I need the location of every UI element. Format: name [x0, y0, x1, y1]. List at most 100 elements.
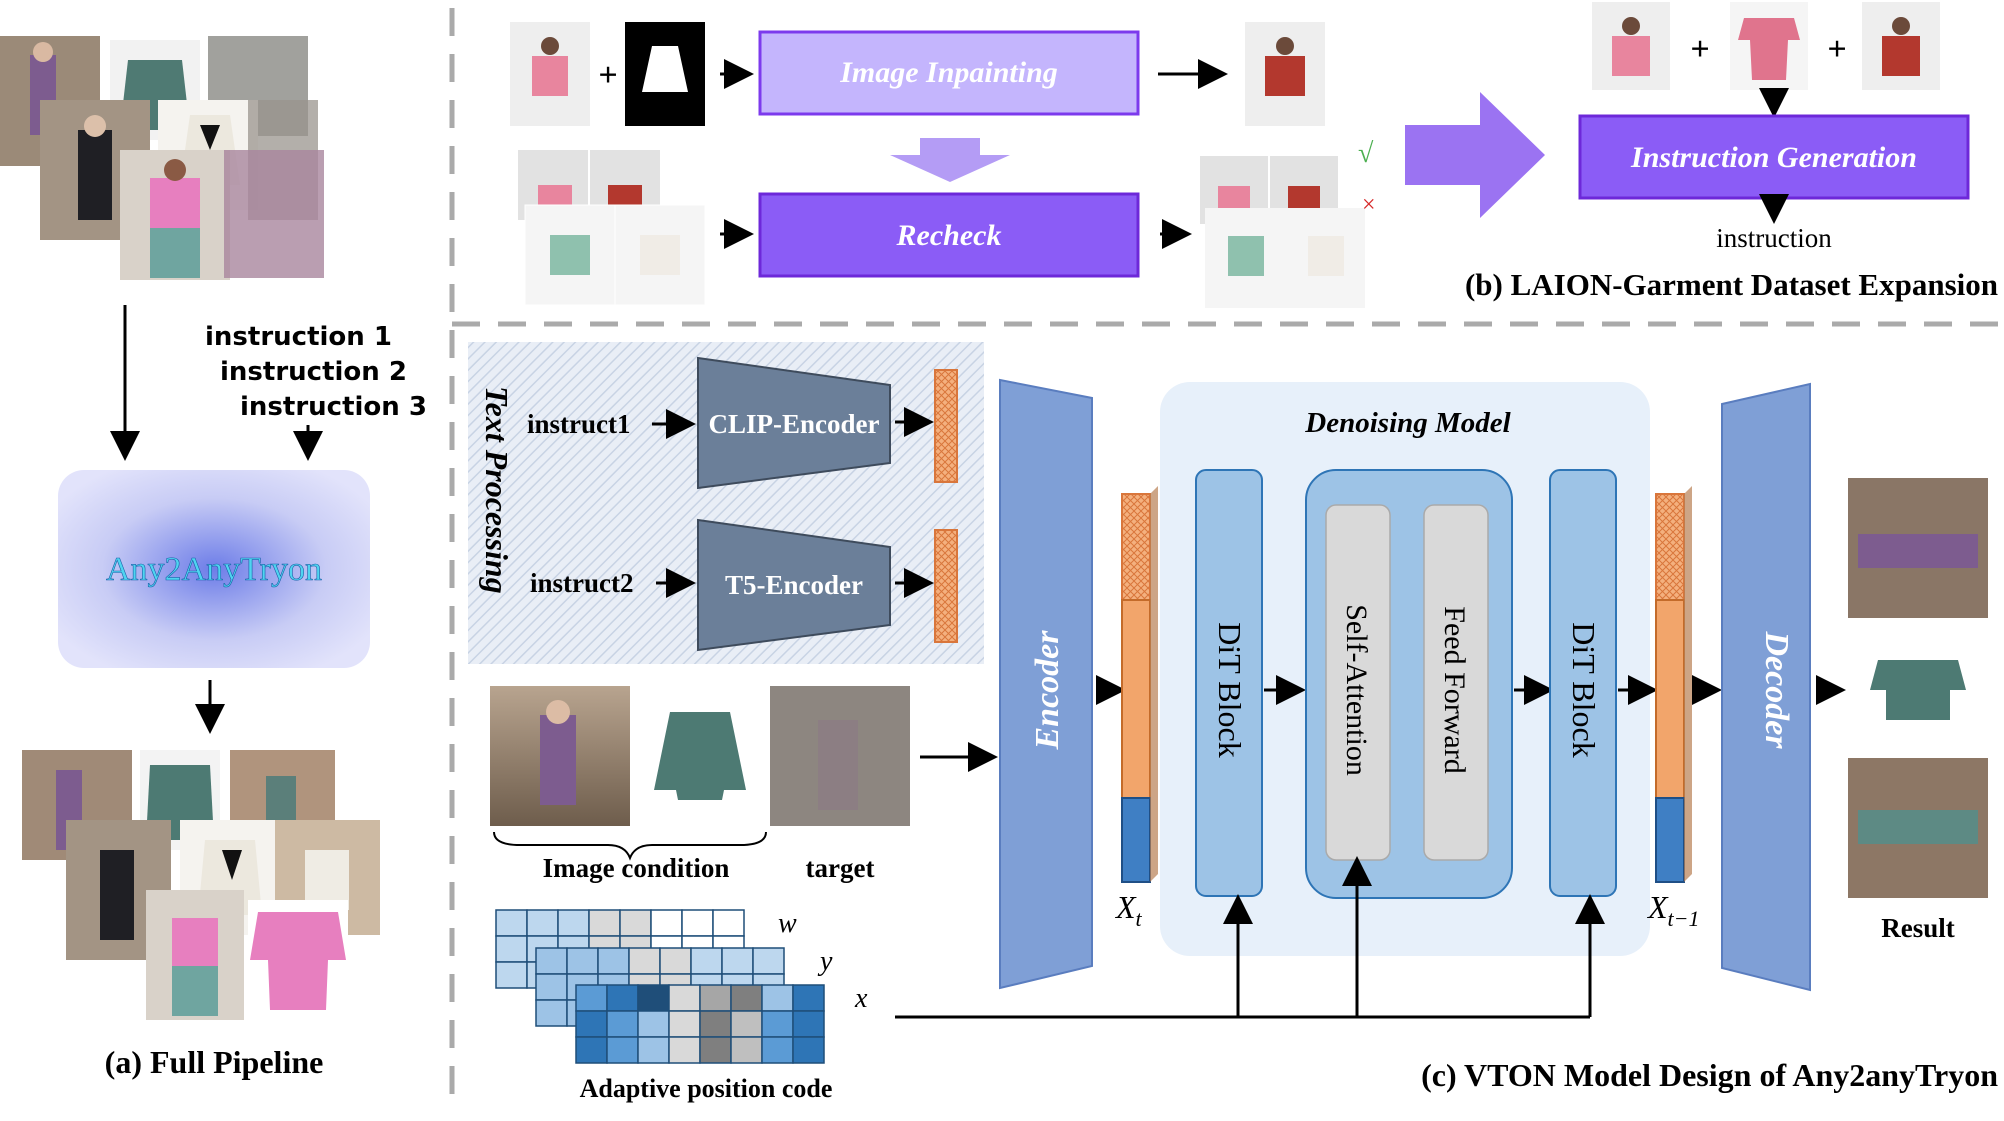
position-code-cell [535, 999, 568, 1027]
xt1-label: Xt−1 [1646, 889, 1700, 931]
feed-forward-label: Feed Forward [1438, 606, 1471, 773]
clip-token-column [934, 369, 958, 483]
any2anytryon-model-label: Any2AnyTryon [106, 551, 322, 588]
position-code-cell [637, 984, 670, 1012]
decoder-shape [1721, 382, 1811, 992]
position-code-grids [495, 909, 825, 1064]
position-code-cell [730, 984, 763, 1012]
position-code-cell [792, 1036, 825, 1064]
position-code-cell [721, 947, 754, 975]
position-code-cell [495, 935, 528, 963]
instruct2-label: instruct2 [530, 568, 634, 598]
position-code-cell [606, 984, 639, 1012]
clip-encoder-label: CLIP-Encoder [709, 409, 880, 439]
position-code-cell [606, 1010, 639, 1038]
position-code-cell [752, 947, 785, 975]
position-code-cell [668, 1010, 701, 1038]
denoising-model-label: Denoising Model [1304, 407, 1511, 439]
axis-y-label: y [817, 946, 833, 977]
feed-forward-block [1423, 504, 1489, 861]
position-code-cell [681, 909, 714, 937]
axis-w-label: w [778, 908, 797, 939]
xt-token-column [1121, 486, 1158, 883]
dit-block-1-label: DiT Block [1212, 622, 1248, 757]
image-inpainting-box [758, 30, 1140, 116]
position-code-cell [575, 1036, 608, 1064]
position-code-cell [730, 1010, 763, 1038]
self-attention-label: Self-Attention [1340, 604, 1373, 776]
position-code-cell [699, 1036, 732, 1064]
position-code-cell [526, 909, 559, 937]
position-code-cell [792, 984, 825, 1012]
position-code-cell [575, 1010, 608, 1038]
position-code-cell [792, 1010, 825, 1038]
position-code-cell [659, 947, 692, 975]
panel-b-caption: (b) LAION-Garment Dataset Expansion [1465, 267, 1998, 302]
position-code-cell [637, 1010, 670, 1038]
result-label: Result [1881, 913, 1955, 943]
instruction-generation-label: Instruction Generation [1630, 141, 1917, 174]
position-code-cell [761, 1036, 794, 1064]
encoder-label: Encoder [1029, 630, 1066, 751]
t5-encoder-shape [697, 518, 891, 652]
position-code-cell [650, 909, 683, 937]
input-image-stack [0, 36, 324, 280]
position-code-cell [712, 909, 745, 937]
recheck-label: Recheck [896, 219, 1002, 252]
position-code-label: Adaptive position code [580, 1074, 833, 1103]
position-code-cell [761, 984, 794, 1012]
position-code-cell [597, 947, 630, 975]
position-code-cell [535, 973, 568, 1001]
t5-encoder-label: T5-Encoder [725, 570, 863, 600]
position-code-cell [557, 909, 590, 937]
target-label: target [806, 853, 875, 883]
image-condition-label: Image condition [543, 853, 730, 883]
encoder-shape [999, 378, 1093, 990]
panel-b: + Image Inpainting Recheck √ × [510, 2, 1998, 308]
cross-mark-icon: × [1362, 192, 1376, 218]
svg-text:+: + [1690, 31, 1709, 68]
instruct1-label: instruct1 [527, 409, 631, 439]
any2anytryon-model-box [58, 470, 370, 668]
instruction-2-label: instruction 2 [220, 357, 407, 387]
position-code-cell [628, 947, 661, 975]
recheck-box [758, 192, 1140, 278]
output-image-stack [22, 750, 380, 1020]
position-code-cell [668, 1036, 701, 1064]
position-code-cell [575, 984, 608, 1012]
instruction-3-label: instruction 3 [240, 392, 427, 422]
instruction-output-label: instruction [1716, 223, 1832, 253]
position-code-cell [730, 1036, 763, 1064]
clip-encoder-shape [697, 356, 891, 490]
position-code-cell [668, 984, 701, 1012]
t5-token-column [934, 529, 958, 643]
svg-text:+: + [598, 57, 617, 94]
svg-text:+: + [1827, 31, 1846, 68]
position-code-cell [588, 909, 621, 937]
position-code-cell [566, 947, 599, 975]
instruction-1-label: instruction 1 [205, 322, 392, 352]
big-right-arrow-icon [1405, 92, 1545, 218]
xt-label: Xt [1114, 889, 1143, 931]
position-code-cell [761, 1010, 794, 1038]
panel-a: instruction 1 instruction 2 instruction … [0, 36, 427, 1080]
xt1-token-column [1655, 486, 1692, 883]
panel-a-caption: (a) Full Pipeline [105, 1044, 324, 1080]
dit-block-2-label: DiT Block [1566, 622, 1602, 757]
panel-c: Text Processing instruct1 CLIP-Encoder i… [468, 342, 1998, 1103]
position-code-cell [619, 909, 652, 937]
position-code-cell [637, 1036, 670, 1064]
down-arrow-icon [890, 138, 1010, 182]
position-code-cell [699, 984, 732, 1012]
image-inpainting-label: Image Inpainting [839, 56, 1058, 89]
panel-c-caption: (c) VTON Model Design of Any2anyTryon [1421, 1057, 1998, 1093]
instruction-generation-box [1578, 114, 1970, 200]
position-code-cell [699, 1010, 732, 1038]
position-code-cell [495, 909, 528, 937]
axis-x-label: x [854, 983, 868, 1014]
check-mark-icon: √ [1358, 138, 1374, 169]
position-code-cell [690, 947, 723, 975]
position-code-cell [606, 1036, 639, 1064]
position-code-cell [535, 947, 568, 975]
text-processing-label: Text Processing [479, 386, 515, 594]
